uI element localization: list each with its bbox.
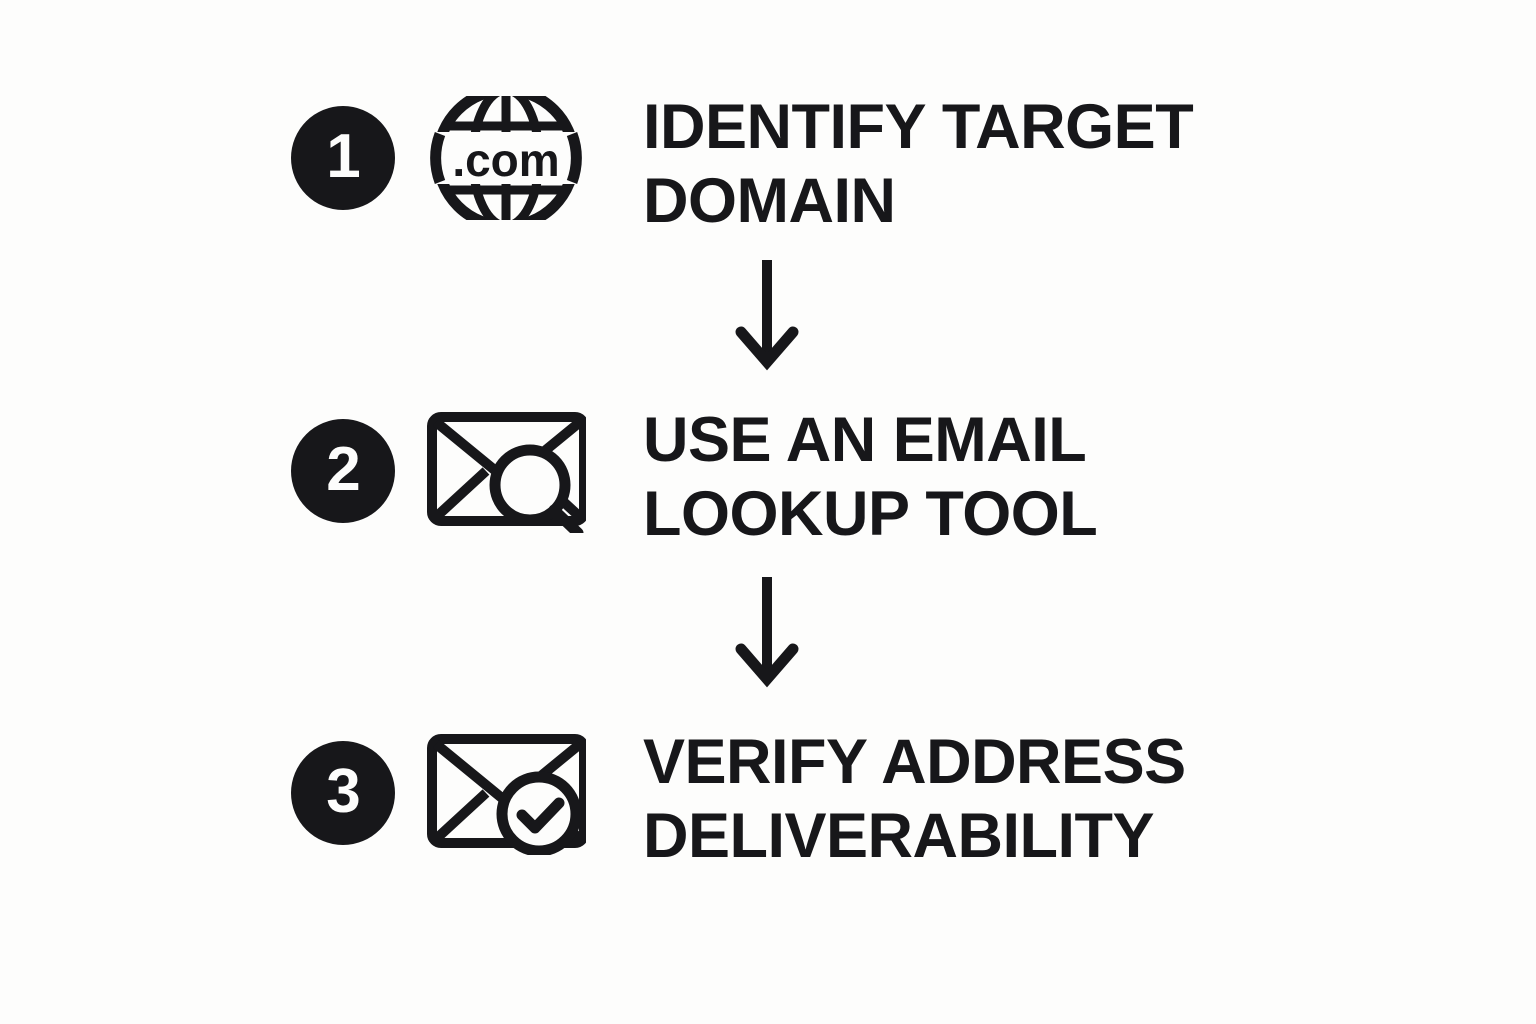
- envelope-check-icon: [426, 731, 586, 855]
- flow-step-3: 3 VERIFY ADDRESS DELIVERABILITY: [0, 707, 1536, 877]
- step-number-badge-2: 2: [291, 419, 395, 523]
- check-glyph: [516, 797, 565, 834]
- flow-step-1: 1: [0, 72, 1536, 242]
- arrow-step2-to-step3: [735, 575, 799, 691]
- arrow-step1-to-step2: [735, 258, 799, 374]
- step-number-badge-3: 3: [291, 741, 395, 845]
- step-number-1: 1: [326, 122, 360, 191]
- step-number-3: 3: [326, 757, 360, 826]
- step-caption-3: VERIFY ADDRESS DELIVERABILITY: [643, 727, 1186, 871]
- step-number-badge-1: 1: [291, 106, 395, 210]
- globe-icon-label: .com: [452, 134, 559, 186]
- step-number-2: 2: [326, 435, 360, 504]
- step-caption-2: USE AN EMAIL LOOKUP TOOL: [643, 405, 1098, 549]
- envelope-magnifier-icon: [426, 409, 586, 533]
- flow-step-2: 2 USE AN EMAIL LOOKUP TOOL: [0, 385, 1536, 555]
- step-caption-1: IDENTIFY TARGET DOMAIN: [643, 92, 1194, 236]
- globe-dot-com-icon: .com: [426, 96, 586, 220]
